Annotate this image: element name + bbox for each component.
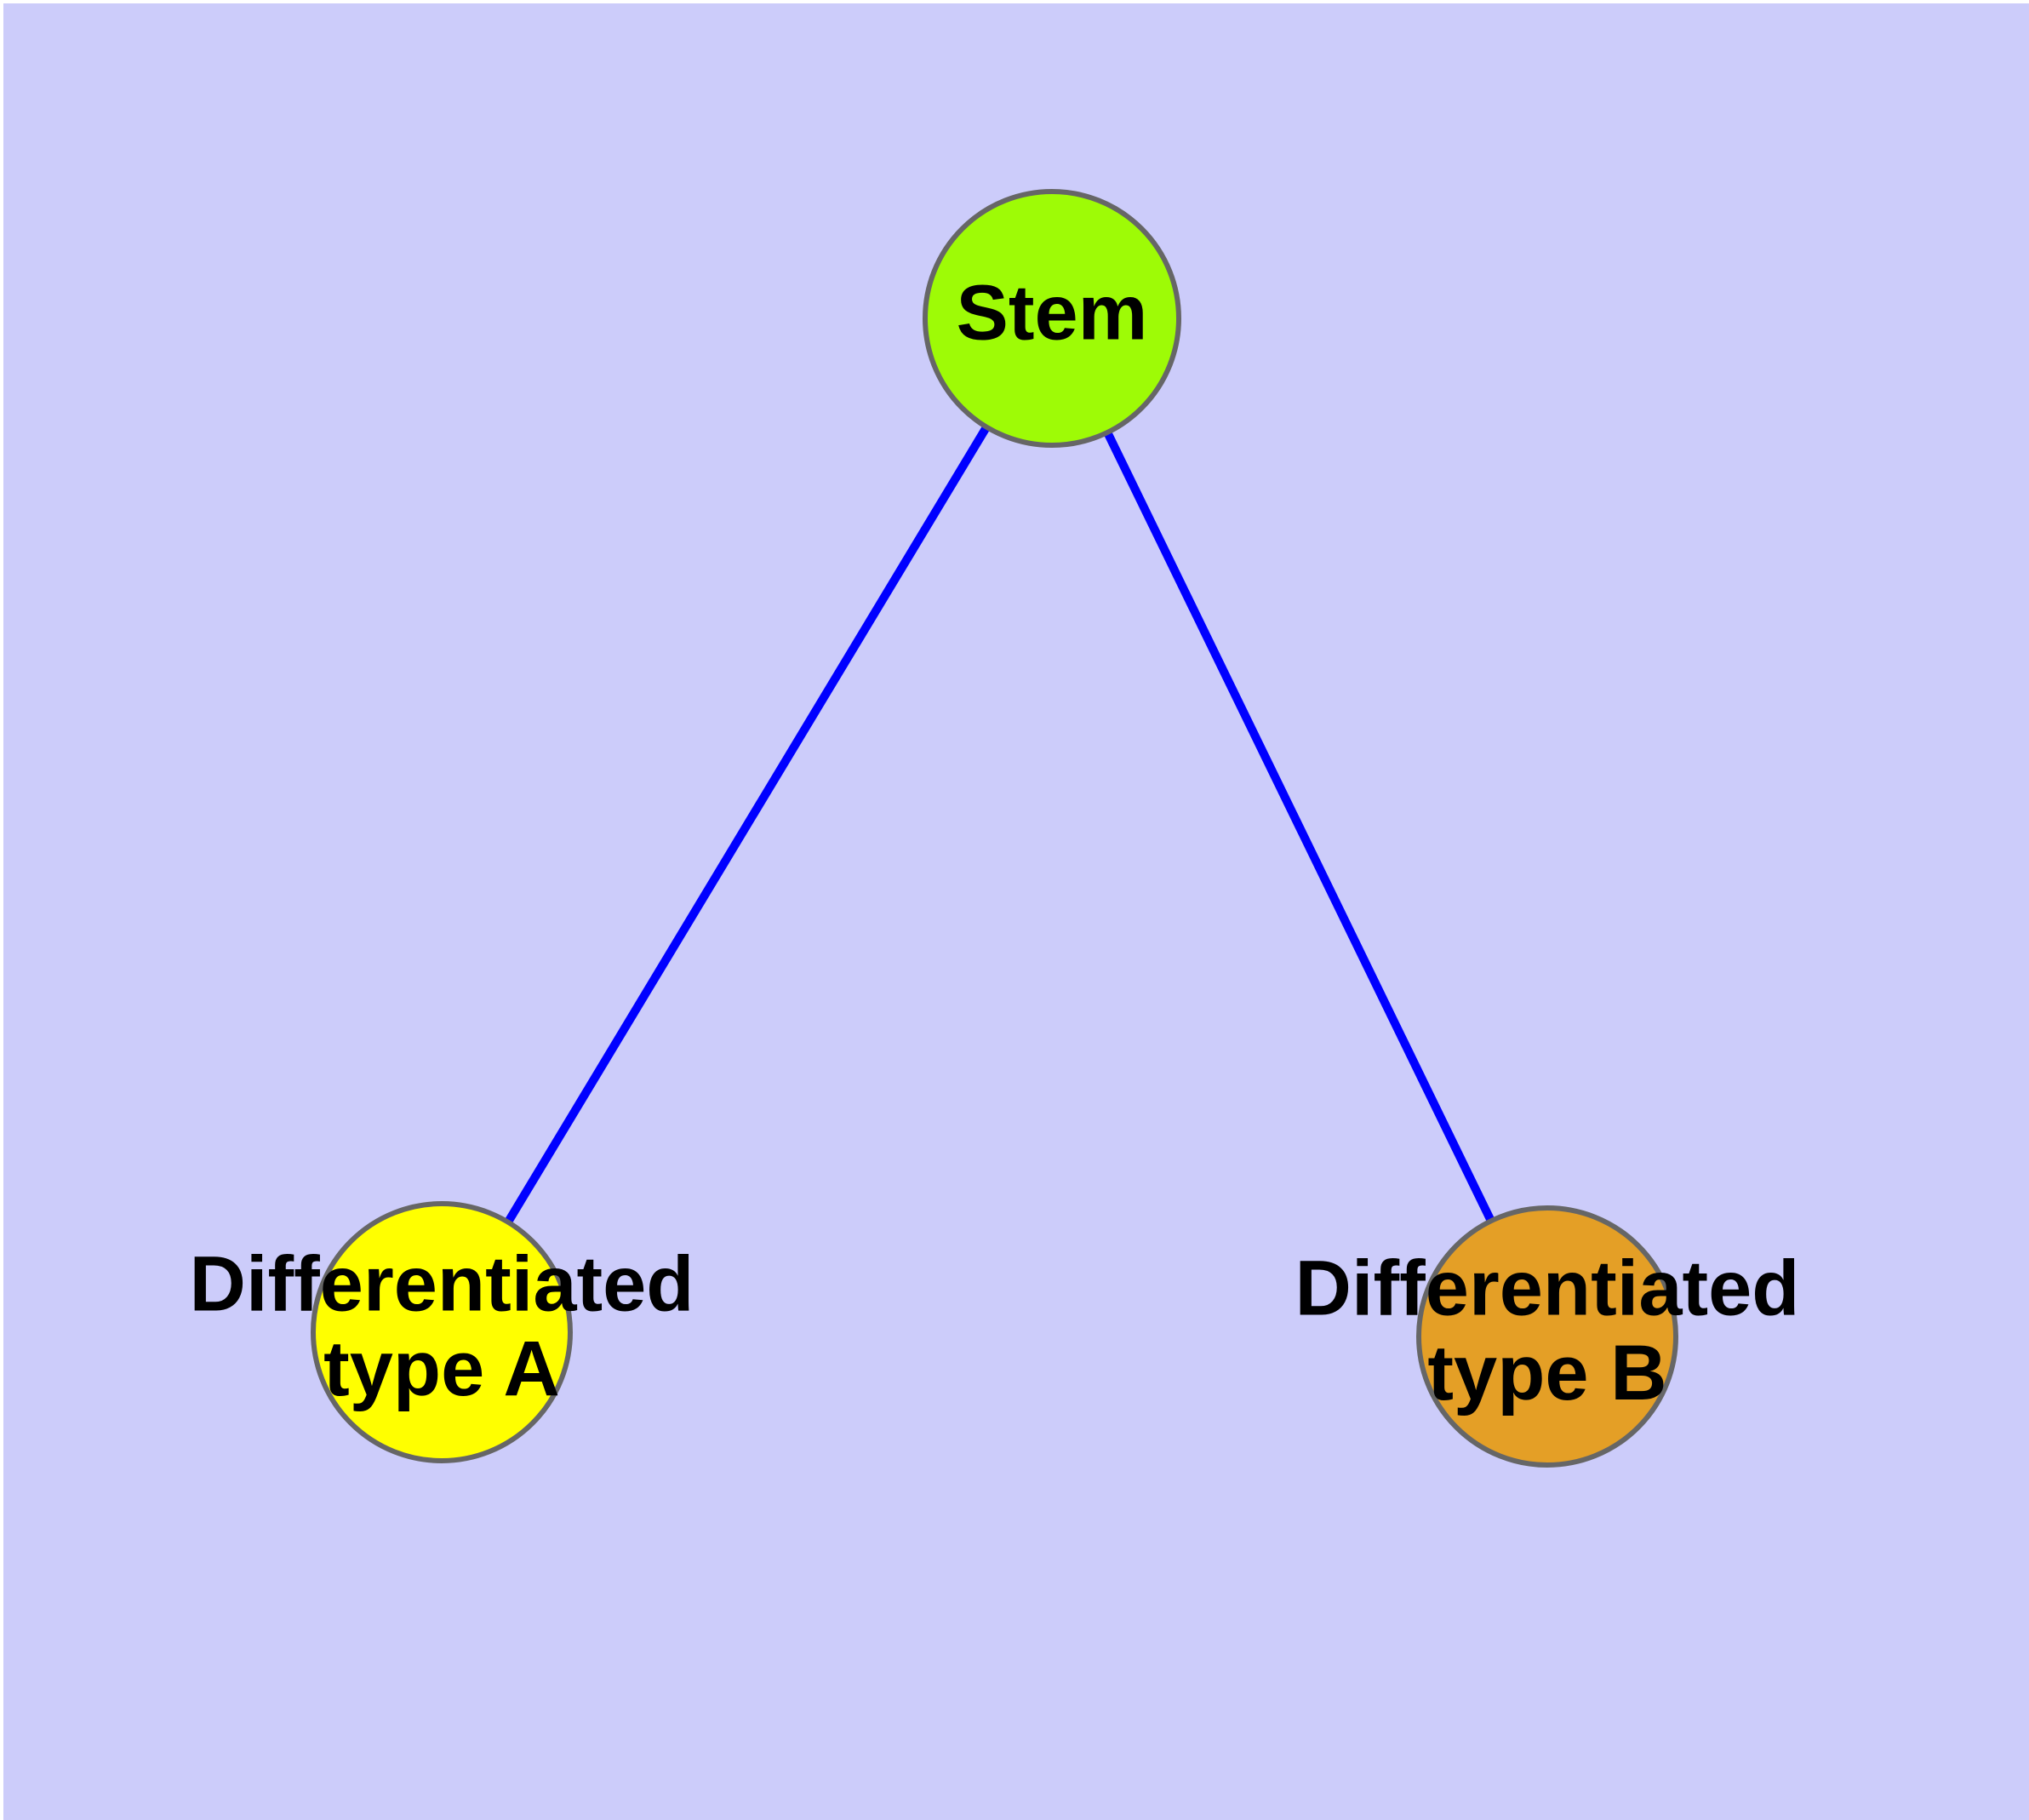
node-label-stem-line-0: Stem xyxy=(957,269,1148,356)
edge-stem-diff_a xyxy=(505,425,990,1224)
node-stem[interactable]: Stem xyxy=(923,189,1181,448)
edge-stem-diff_b xyxy=(1104,431,1495,1222)
node-circle-stem[interactable] xyxy=(923,189,1181,448)
node-label-diff_b-line-0: Differentiated xyxy=(1295,1245,1800,1332)
node-circle-diff_b[interactable] xyxy=(1416,1205,1678,1468)
node-label-diff_a-line-1: type A xyxy=(323,1325,560,1412)
node-label-diff_a-line-0: Differentiated xyxy=(190,1241,694,1328)
node-circle-diff_a[interactable] xyxy=(311,1201,573,1463)
node-label-diff_b-line-1: type B xyxy=(1427,1330,1666,1417)
edges-group xyxy=(505,425,1495,1224)
